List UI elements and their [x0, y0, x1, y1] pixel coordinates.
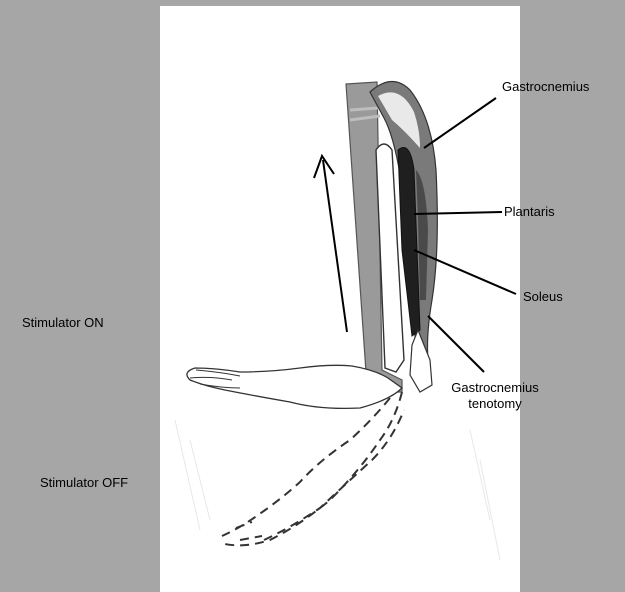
- stimulator-on-label: Stimulator ON: [22, 315, 104, 331]
- tenotomy-label: Gastrocnemius tenotomy: [438, 380, 552, 412]
- lift-arrow: [314, 156, 347, 332]
- tenotomy-leader: [428, 316, 484, 372]
- gastrocnemius-leader: [424, 98, 496, 148]
- foot-stimulator-off: [222, 392, 404, 545]
- soleus-label: Soleus: [523, 289, 563, 305]
- gastrocnemius-label: Gastrocnemius: [502, 79, 589, 95]
- stimulator-off-label: Stimulator OFF: [40, 475, 128, 491]
- tenotomy-label-line1: Gastrocnemius: [438, 380, 552, 396]
- tendon: [410, 330, 432, 392]
- plantaris-label: Plantaris: [504, 204, 555, 220]
- sketch-background: [175, 420, 500, 560]
- tenotomy-label-line2: tenotomy: [438, 396, 552, 412]
